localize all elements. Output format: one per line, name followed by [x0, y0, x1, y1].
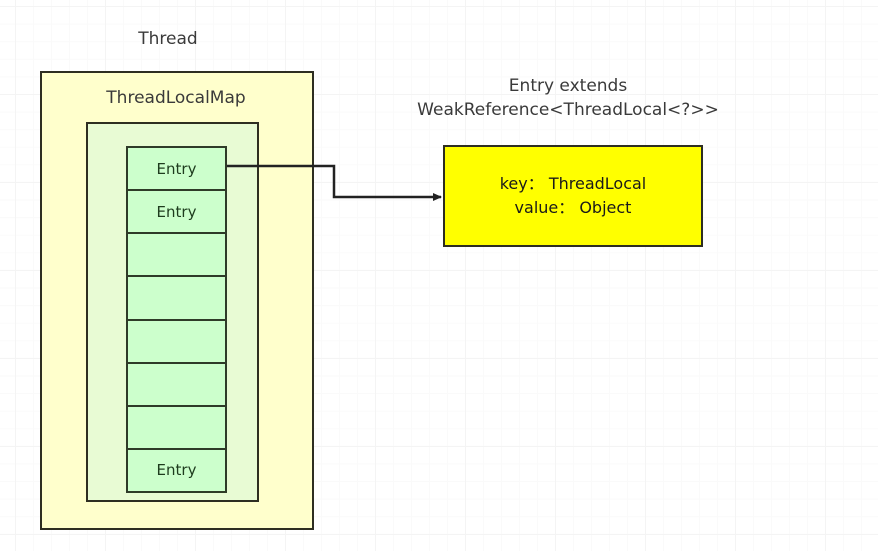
- entry-cell-label: Entry: [156, 159, 197, 178]
- entry-cell-label: Entry: [156, 461, 197, 480]
- entry-cell: [126, 404, 227, 450]
- entry-value-line: value： Object: [514, 198, 632, 217]
- entry-cell: Entry: [126, 447, 227, 493]
- entry-cell: [126, 232, 227, 278]
- threadlocalmap-title-label: ThreadLocalMap: [106, 88, 246, 108]
- entry-cell-label: Entry: [156, 202, 197, 221]
- entry-caption-line-1: Entry extends: [508, 76, 628, 96]
- entry-extends-caption: Entry extends WeakReference<ThreadLocal<…: [388, 74, 748, 122]
- entry-key-value-box: key： ThreadLocal value： Object: [443, 145, 703, 247]
- entry-table: Entry Entry Entry: [126, 146, 227, 493]
- entry-cell: Entry: [126, 146, 227, 192]
- entry-cell: [126, 361, 227, 407]
- thread-title-label: Thread: [138, 29, 198, 49]
- entry-cell: [126, 318, 227, 364]
- entry-cell: Entry: [126, 189, 227, 235]
- entry-caption-line-2: WeakReference<ThreadLocal<?>>: [417, 100, 719, 120]
- entry-cell: [126, 275, 227, 321]
- entry-key-line: key： ThreadLocal: [499, 174, 647, 193]
